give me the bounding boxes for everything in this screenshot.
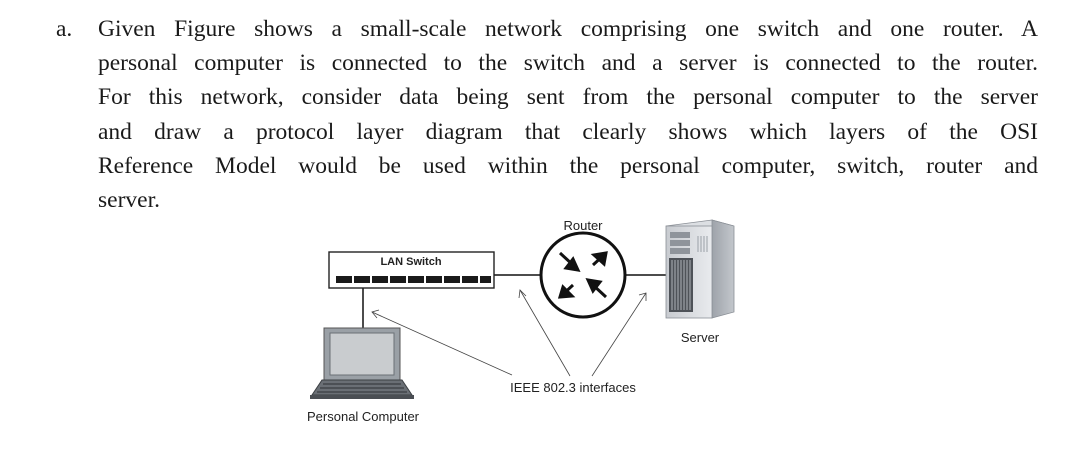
interface-pointers (371, 289, 647, 377)
question-line: Reference Model would be used within the… (98, 152, 1038, 179)
pc-label: Personal Computer (307, 409, 420, 424)
switch-label: LAN Switch (380, 256, 441, 268)
question-line: For this network, consider data being se… (98, 84, 1038, 111)
personal-computer: Personal Computer (307, 327, 420, 424)
server: Server (665, 219, 735, 345)
question-line: server. (98, 187, 160, 214)
question-line: personal computer is connected to the sw… (98, 50, 1038, 77)
router: Router (539, 218, 627, 319)
lan-switch: LAN Switch (328, 251, 495, 289)
server-drive-bays (669, 232, 708, 312)
question-line: and draw a protocol layer diagram that c… (98, 118, 1038, 145)
router-arrows-icon (557, 251, 608, 299)
laptop-keyboard-icon (317, 383, 407, 393)
interfaces-label: IEEE 802.3 interfaces (510, 380, 636, 395)
server-label: Server (681, 330, 720, 345)
question-text: Given Figure shows a small-scale network… (98, 12, 1038, 217)
question-line: Given Figure shows a small-scale network… (98, 16, 1038, 42)
router-label: Router (563, 218, 603, 233)
switch-ports (336, 276, 491, 283)
question-letter: a. (56, 16, 73, 42)
